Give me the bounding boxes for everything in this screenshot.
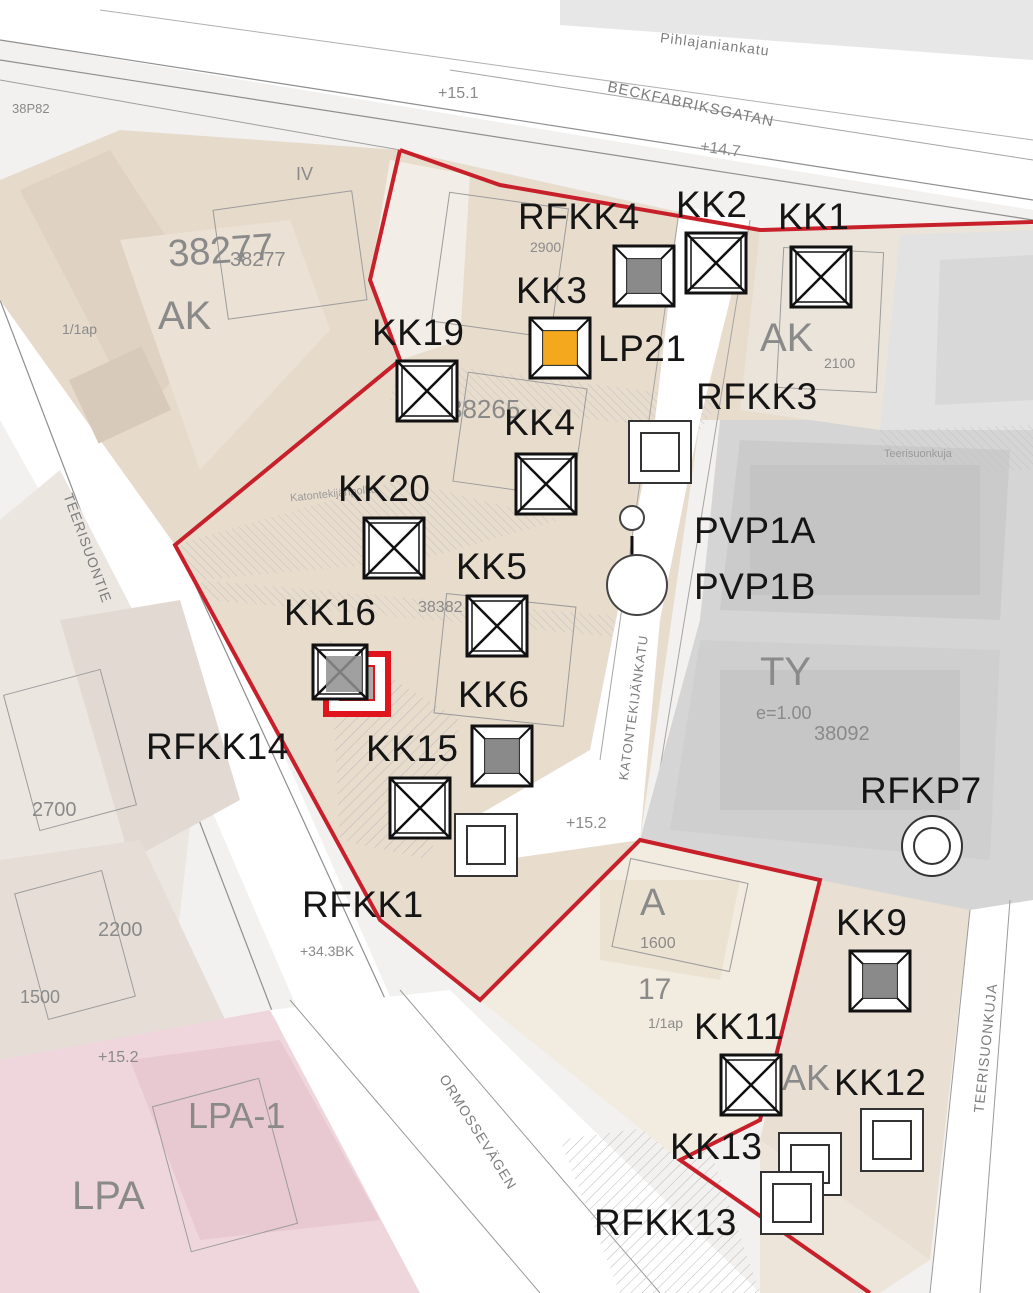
elevation-34-3bk: +34.3BK: [300, 943, 355, 959]
elevation-15-1: +15.1: [438, 85, 479, 102]
marker-pvp1b: [606, 554, 668, 616]
marker-label-pvp1b: PVP1B: [694, 566, 816, 607]
zone-label-lpa: LPA: [72, 1174, 145, 1218]
label-1-1ap-b: 1/1ap: [62, 321, 98, 337]
marker-label-rfkk4: RFKK4: [518, 196, 640, 237]
area-label-1500: 1500: [20, 987, 61, 1007]
zone-label-lpa-1: LPA-1: [188, 1095, 286, 1136]
zone-label-a: A: [640, 882, 666, 924]
zone-label-ty: TY: [760, 650, 812, 694]
marker-label-rfkk3: RFKK3: [696, 376, 818, 417]
marker-label-kk2: KK2: [676, 184, 748, 225]
area-label-2900: 2900: [530, 239, 562, 255]
marker-label-rfkk13: RFKK13: [594, 1202, 737, 1243]
marker-label-kk3: KK3: [516, 270, 588, 311]
marker-label-kk16: KK16: [284, 592, 377, 633]
block-number-38277-small: 38277: [230, 249, 286, 271]
marker-label-kk6: KK6: [458, 674, 530, 715]
marker-label-rfkk14: RFKK14: [146, 726, 289, 767]
marker-label-kk4: KK4: [504, 402, 576, 443]
area-label-2700: 2700: [32, 799, 77, 821]
marker-label-rfkk1: RFKK1: [302, 884, 424, 925]
elevation-15-2-b: +15.2: [98, 1049, 139, 1066]
block-number-38092: 38092: [814, 723, 870, 745]
zone-label-ak-right: AK: [760, 316, 814, 360]
elevation-15-2: +15.2: [566, 815, 607, 832]
area-label-2100: 2100: [824, 355, 856, 371]
floor-label-iv: IV: [296, 164, 314, 184]
marker-label-kk12: KK12: [834, 1062, 927, 1103]
marker-label-kk19: KK19: [372, 312, 465, 353]
marker-label-rfkp7: RFKP7: [860, 770, 982, 811]
marker-label-lp21: LP21: [598, 328, 687, 369]
marker-label-kk11: KK11: [694, 1006, 784, 1047]
efficiency-label: e=1.00: [756, 703, 812, 723]
marker-label-kk15: KK15: [366, 728, 459, 769]
number-label-17: 17: [638, 973, 672, 1006]
block-number-38382: 38382: [418, 599, 463, 616]
area-label-2200: 2200: [98, 919, 143, 941]
marker-label-kk9: KK9: [836, 902, 908, 943]
marker-label-kk13: KK13: [670, 1126, 763, 1167]
street-teerisuonkuja-small: Teerisuonkuja: [884, 448, 952, 460]
marker-label-kk20: KK20: [338, 468, 431, 509]
marker-label-kk1: KK1: [778, 196, 850, 237]
label-1-1ap-a: 1/1ap: [648, 1015, 684, 1031]
block-number-38265: 38265: [448, 394, 521, 424]
block-number-38p82: 38P82: [12, 101, 50, 116]
marker-pvp1a: [619, 505, 645, 531]
zone-label-ak-left: AK: [158, 294, 212, 338]
marker-label-pvp1a: PVP1A: [694, 510, 816, 551]
area-label-1600: 1600: [640, 935, 676, 952]
marker-label-kk5: KK5: [456, 546, 528, 587]
zone-label-ak-bottom: AK: [782, 1057, 831, 1098]
